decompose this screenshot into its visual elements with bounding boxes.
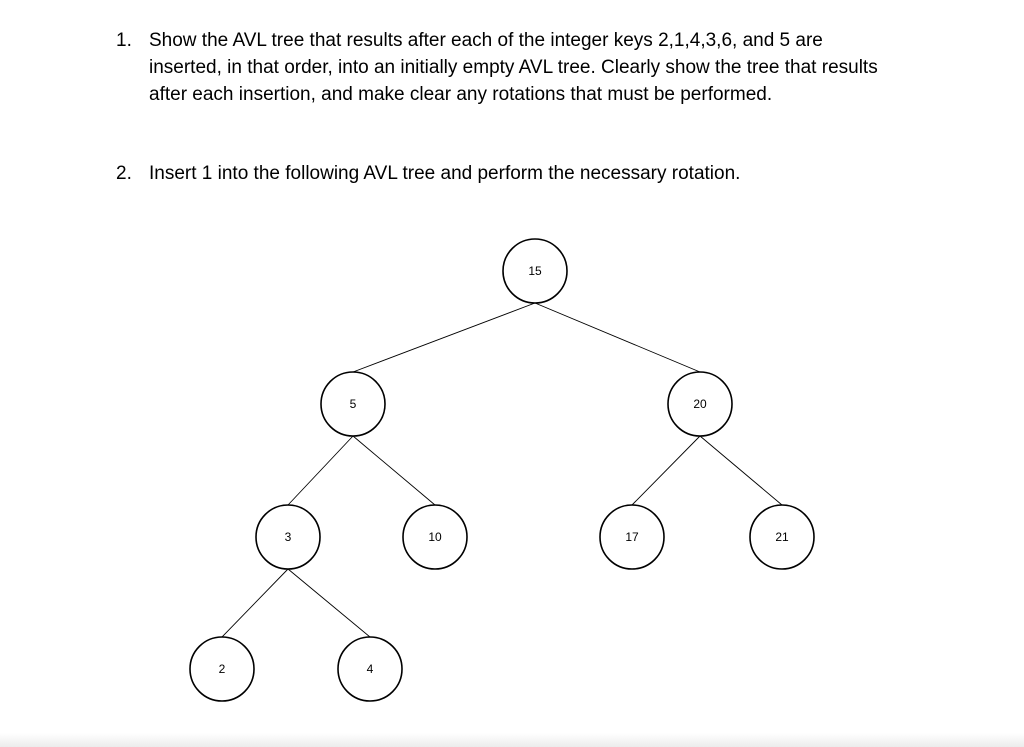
question-1-number: 1. [116,30,132,51]
tree-node-circle [337,636,403,702]
tree-node-label: 2 [219,662,226,676]
question-1-line-2: inserted, in that order, into an initial… [149,57,878,78]
tree-node-circle [599,504,665,570]
tree-node-label: 21 [775,530,789,544]
tree-node-label: 17 [625,530,639,544]
tree-node-10: 10 [402,504,468,570]
tree-node-label: 5 [350,397,357,411]
question-2-number: 2. [116,163,132,184]
tree-node-5: 5 [320,371,386,437]
tree-node-4: 4 [337,636,403,702]
tree-edge-n5-n10 [352,435,436,506]
tree-node-circle [502,238,568,304]
tree-node-label: 4 [367,662,374,676]
tree-node-circle [667,371,733,437]
tree-node-circle [255,504,321,570]
tree-node-21: 21 [749,504,815,570]
question-2-line-1: Insert 1 into the following AVL tree and… [149,163,741,184]
page-bottom-edge [0,733,1024,747]
tree-edge-n5-n3 [287,435,354,506]
tree-node-circle [402,504,468,570]
tree-node-label: 3 [285,530,292,544]
tree-node-3: 3 [255,504,321,570]
tree-node-17: 17 [599,504,665,570]
tree-node-circle [749,504,815,570]
tree-edge-n20-n21 [699,435,783,506]
tree-node-2: 2 [189,636,255,702]
tree-node-circle [320,371,386,437]
tree-node-label: 20 [693,397,707,411]
tree-edge-n15-n20 [534,302,701,373]
tree-node-20: 20 [667,371,733,437]
tree-node-circle [189,636,255,702]
question-1: 1. Show the AVL tree that results after … [116,27,878,108]
tree-edge-n3-n2 [221,568,289,638]
question-1-line-1: Show the AVL tree that results after eac… [149,30,823,51]
tree-edge-n3-n4 [287,568,371,638]
tree-node-label: 10 [428,530,442,544]
question-1-line-3: after each insertion, and make clear any… [149,84,773,105]
tree-edge-n20-n17 [631,435,701,506]
question-2: 2. Insert 1 into the following AVL tree … [116,160,740,187]
tree-node-15: 15 [502,238,568,304]
tree-node-label: 15 [528,264,542,278]
tree-edge-n15-n5 [352,302,536,373]
